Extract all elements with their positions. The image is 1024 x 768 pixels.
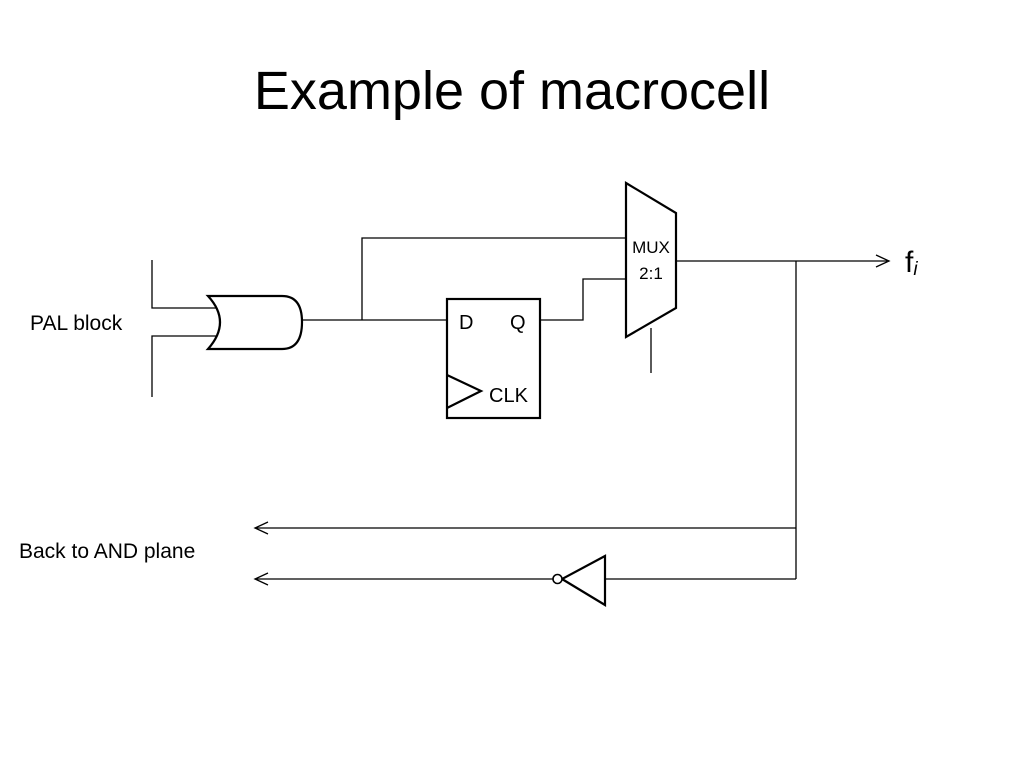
inverter-gate [559,554,607,607]
d-input-label: D [459,312,473,334]
clk-label: CLK [489,385,529,407]
mux-2to1 [624,181,678,339]
q-to-mux-wire [540,278,626,321]
pal-input-wire-bottom [151,335,220,397]
bypass-wire [361,237,626,320]
pal-block-label: PAL block [30,312,123,335]
output-label-base: f [905,246,914,279]
d-flipflop [445,297,542,420]
output-label: fi [905,246,918,280]
back-to-and-plane-label: Back to AND plane [19,540,196,563]
q-output-label: Q [510,312,526,334]
feedback-arrowhead-direct [253,521,269,535]
slide-title: Example of macrocell [253,61,771,121]
output-label-subscript: i [913,259,918,280]
feedback-arrowhead-inverted [253,572,269,586]
mux-label-line2: 2:1 [639,264,663,283]
output-arrowhead [875,254,891,268]
pal-input-wire-top [151,260,220,309]
clock-triangle [446,374,484,409]
or-gate [205,294,304,351]
inverter-bubble [552,573,563,585]
mux-label-line1: MUX [632,238,670,257]
